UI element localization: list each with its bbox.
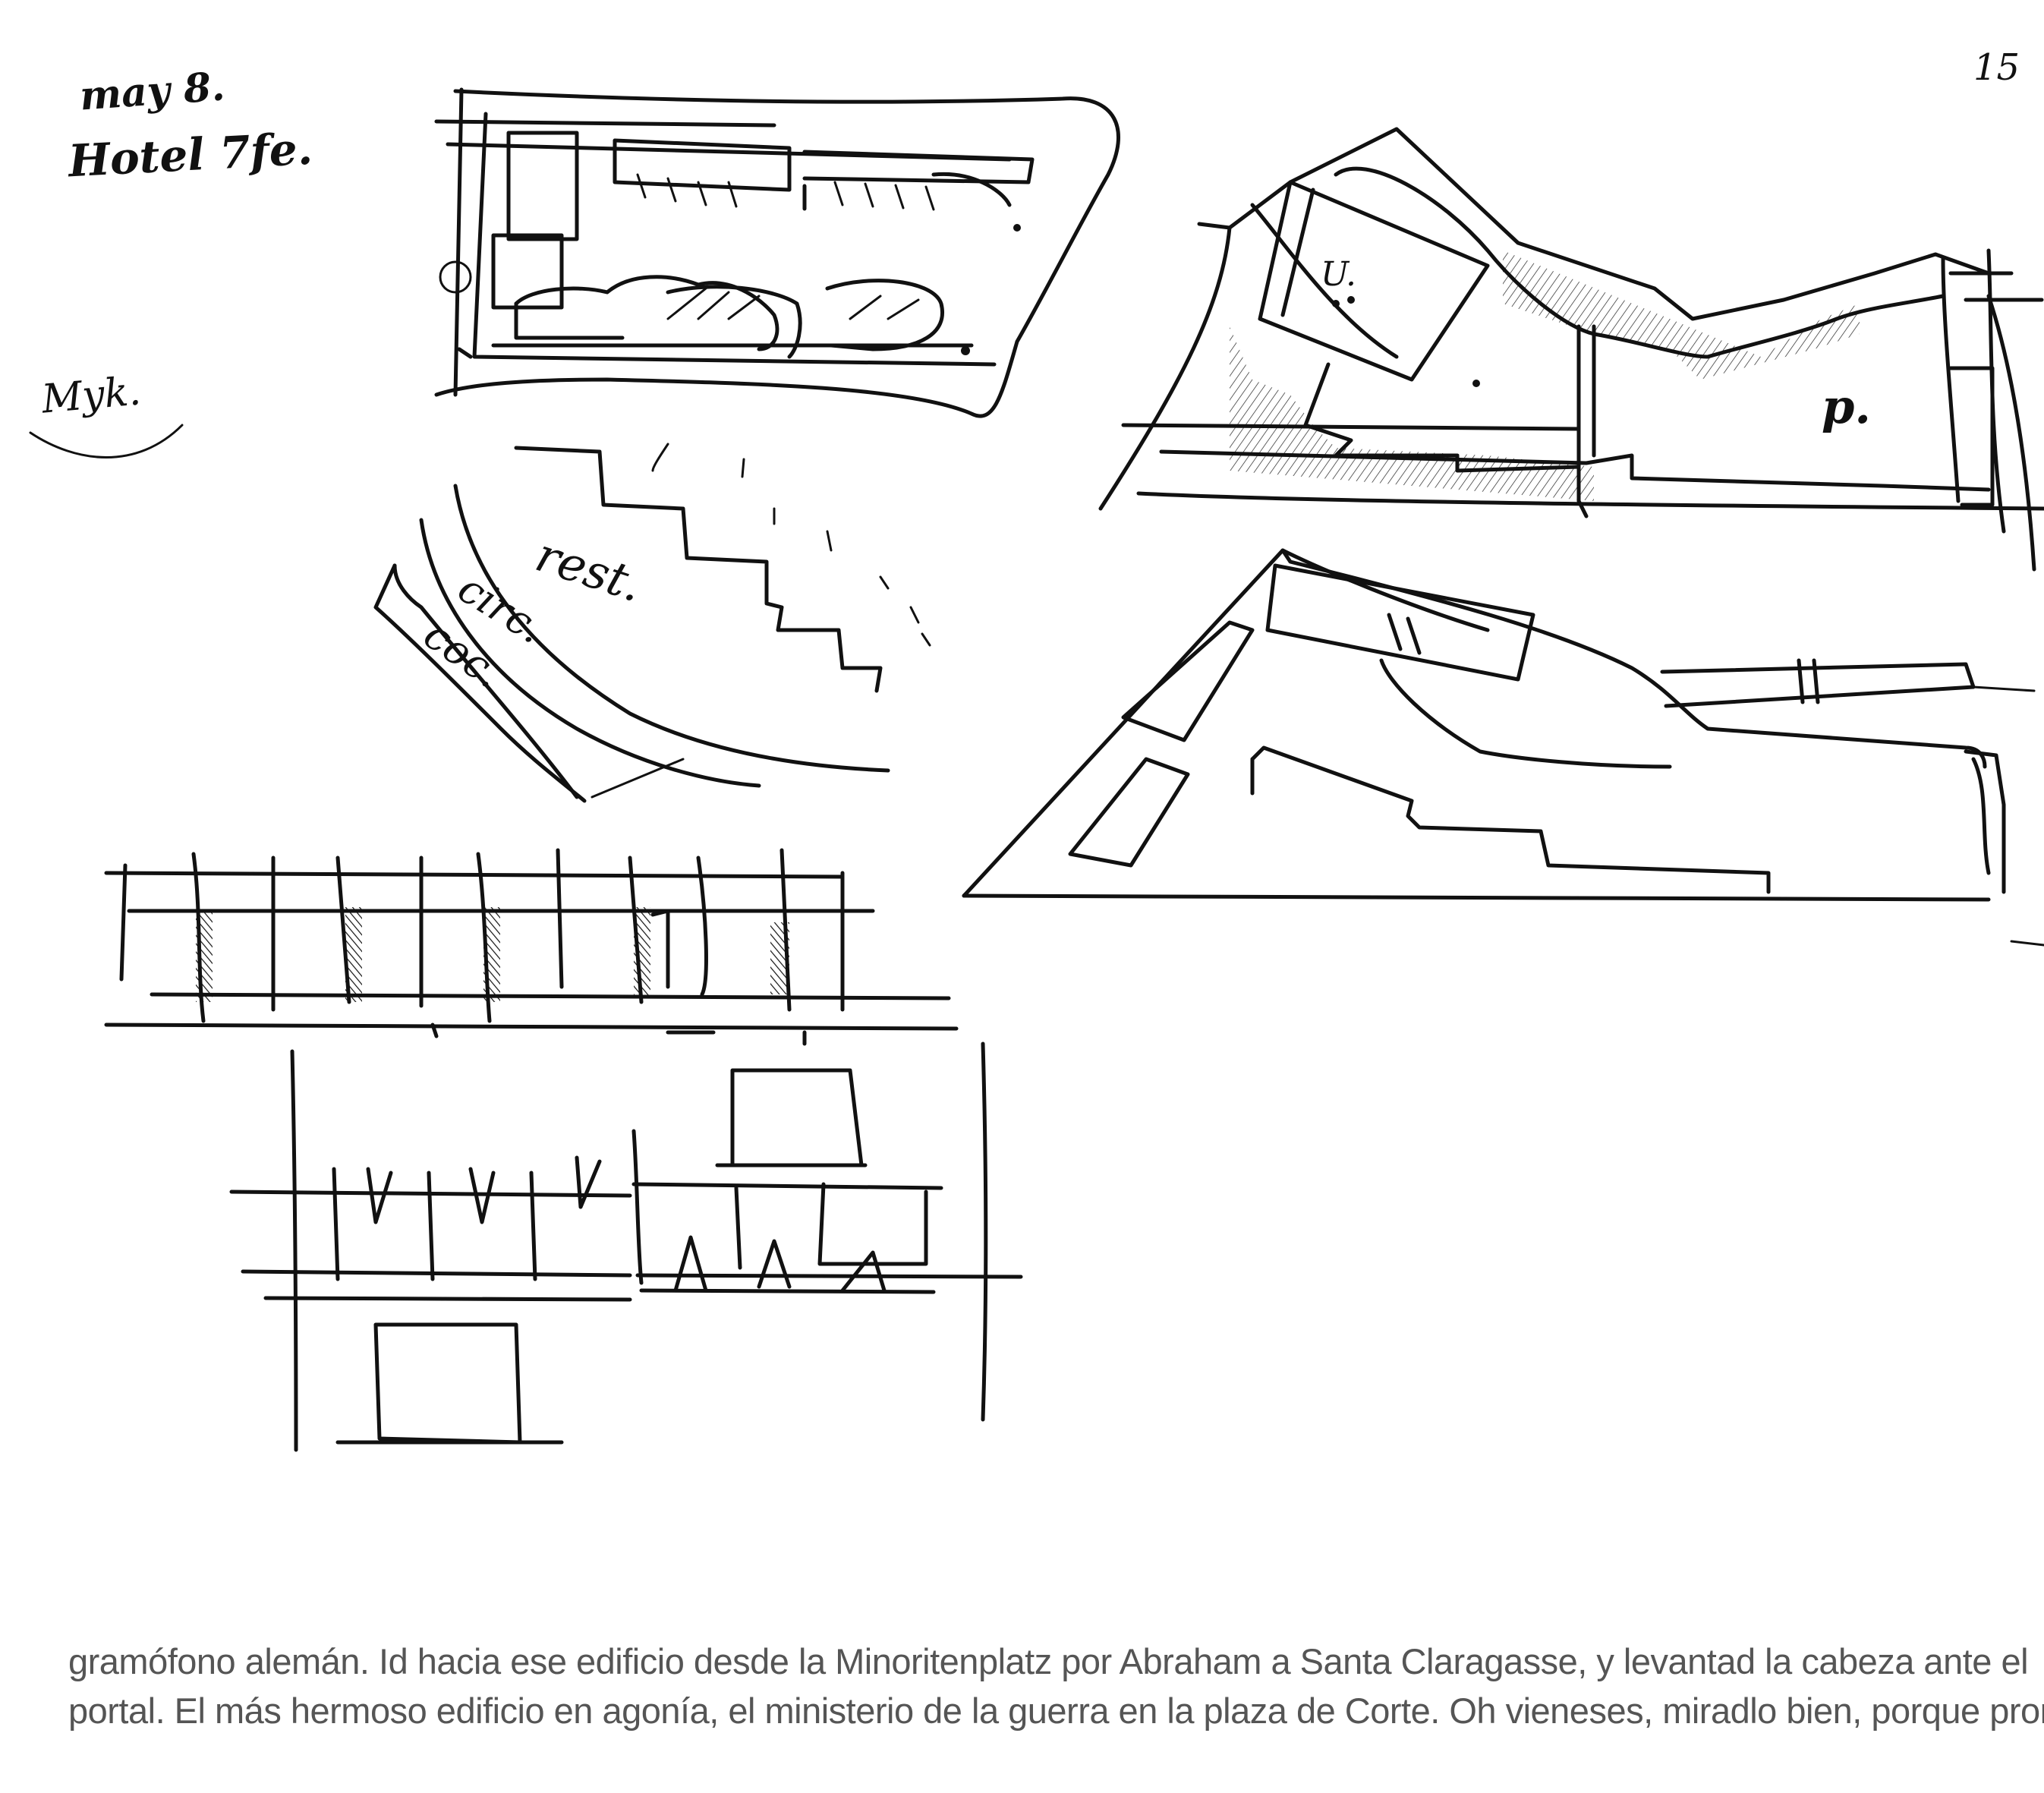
sketch-lower-section bbox=[229, 1041, 1023, 1452]
label-p: p. bbox=[1822, 379, 1871, 434]
signature-underline bbox=[29, 424, 184, 458]
caption-line-1: gramófono alemán. Id hacia ese edificio … bbox=[68, 1641, 2029, 1681]
sketch-hotel-plan bbox=[434, 87, 1120, 418]
sketch-elevation bbox=[104, 848, 959, 1046]
label-u: U. bbox=[1321, 255, 1357, 294]
caption-line-2: portal. El más hermoso edificio en agoní… bbox=[68, 1691, 2044, 1731]
page-number: 15 bbox=[1973, 46, 2020, 89]
sketch-floor-plan bbox=[962, 548, 2044, 947]
sketch-section bbox=[1098, 127, 2044, 572]
hotel-note: Hotel 7fe. bbox=[67, 122, 314, 187]
signature: Myk. bbox=[39, 368, 143, 423]
date-note: may 8. bbox=[78, 63, 227, 120]
sketch-restaurant-plan bbox=[373, 443, 931, 803]
